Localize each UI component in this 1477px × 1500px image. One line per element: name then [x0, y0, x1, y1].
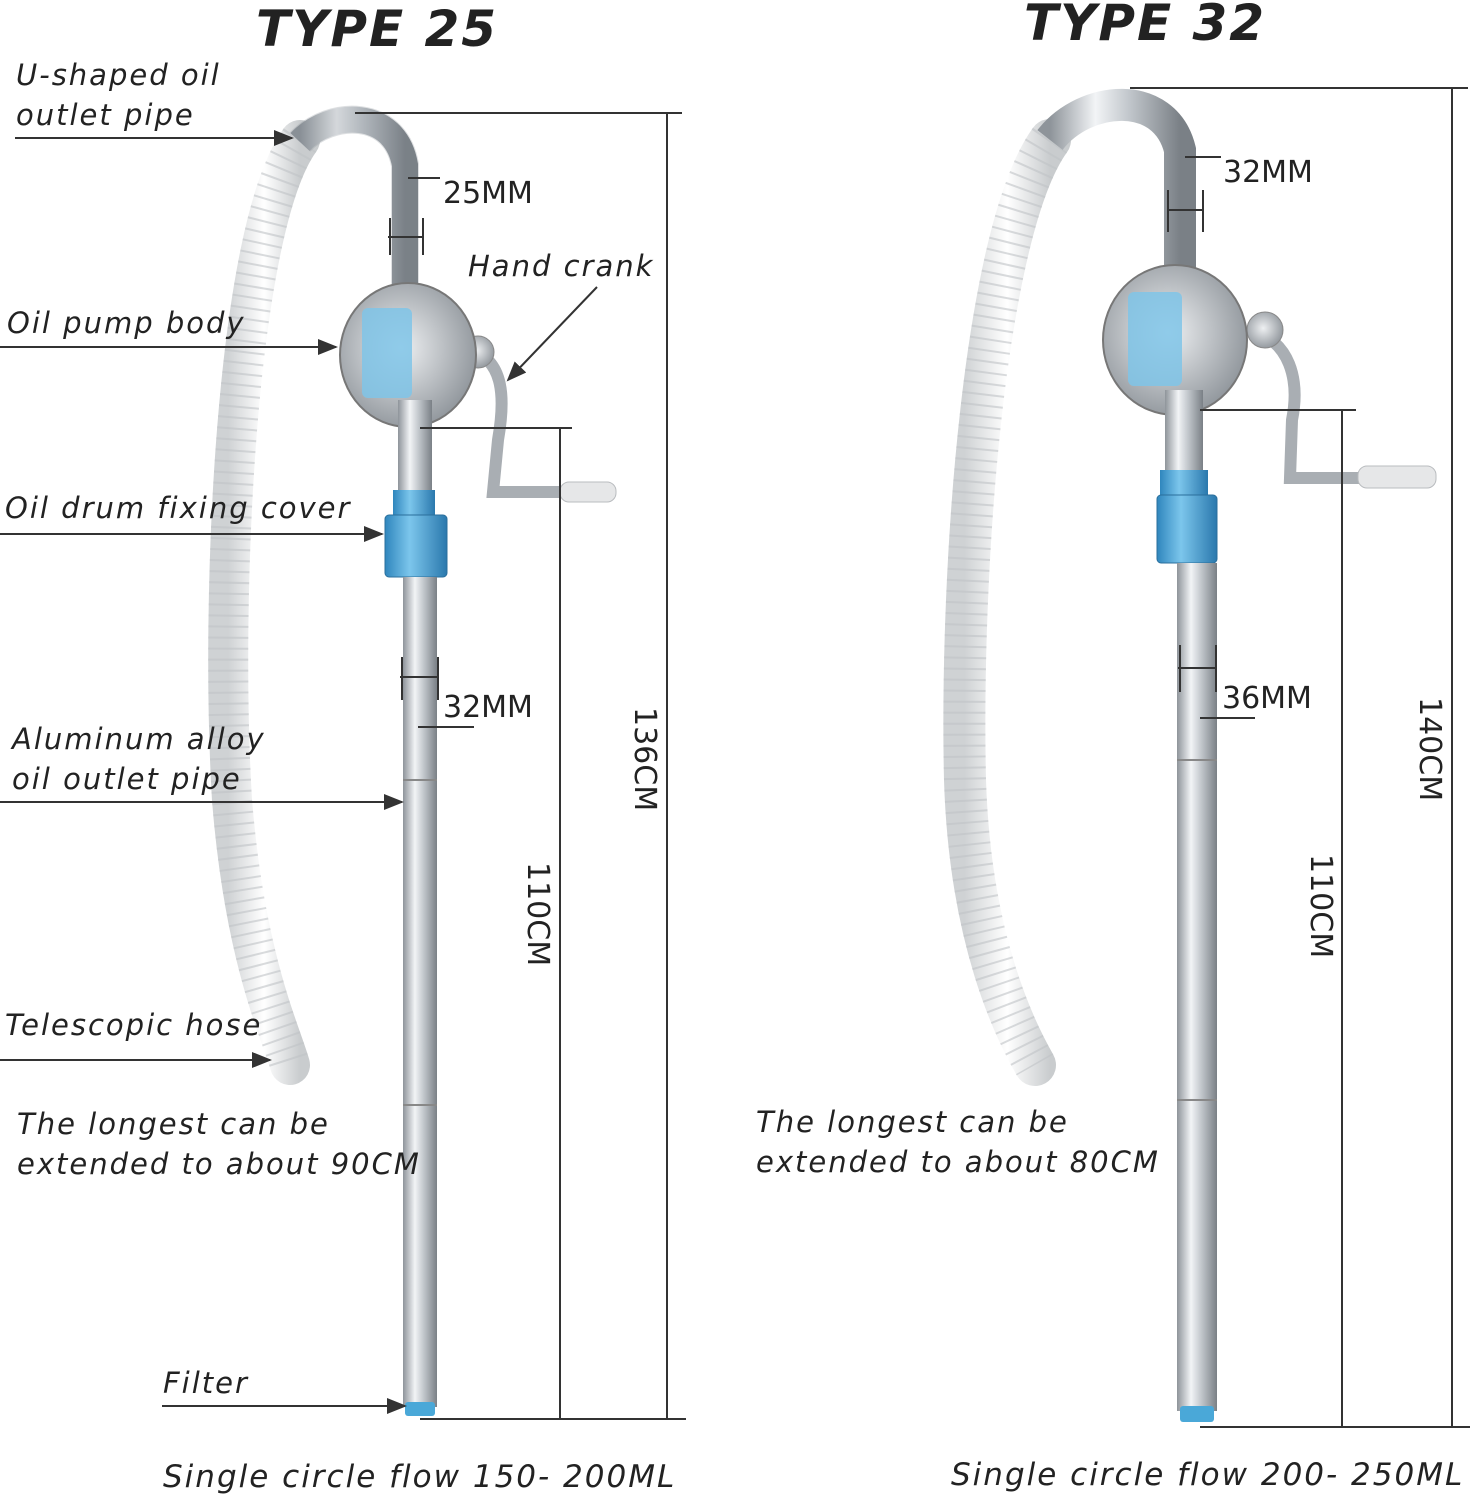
- dim-pipe-diameter-32: 36MM: [1222, 681, 1312, 716]
- label-extend-32-line1: The longest can be: [756, 1105, 1069, 1139]
- label-alloy-pipe-line2: oil outlet pipe: [12, 762, 242, 796]
- dim-pipe-diameter-25: 32MM: [443, 690, 533, 725]
- label-extend-32: The longest can be extended to about 80C…: [756, 1102, 1160, 1182]
- label-pump-body: Oil pump body: [7, 306, 246, 340]
- label-extend-25-line1: The longest can be: [17, 1107, 330, 1141]
- label-outlet-pipe-line2: outlet pipe: [16, 98, 195, 132]
- dim-pipe-length-25: 110CM: [520, 862, 555, 967]
- dim-total-height-32: 140CM: [1412, 697, 1447, 802]
- leaders-type-25: [0, 112, 686, 1420]
- flow-type-25: Single circle flow 150- 200ML: [163, 1459, 677, 1495]
- label-alloy-pipe-line1: Aluminum alloy: [12, 722, 266, 756]
- label-alloy-pipe: Aluminum alloy oil outlet pipe: [12, 719, 266, 799]
- dim-pipe-length-32: 110CM: [1303, 854, 1338, 959]
- label-fixing-cover: Oil drum fixing cover: [5, 491, 352, 525]
- label-filter: Filter: [163, 1366, 249, 1400]
- label-extend-32-line2: extended to about 80CM: [756, 1145, 1160, 1179]
- pump-illustration-type-32: [943, 88, 1437, 1422]
- dim-top-diameter-25: 25MM: [443, 176, 533, 211]
- label-extend-25: The longest can be extended to about 90C…: [17, 1104, 421, 1184]
- pump-illustration-type-25: [208, 105, 617, 1416]
- label-outlet-pipe-line1: U-shaped oil: [16, 58, 221, 92]
- flow-type-32: Single circle flow 200- 250ML: [951, 1457, 1465, 1493]
- label-hose: Telescopic hose: [5, 1008, 263, 1042]
- title-type-32: TYPE 32: [1024, 0, 1267, 52]
- title-type-25: TYPE 25: [256, 0, 499, 58]
- label-hand-crank: Hand crank: [468, 249, 655, 283]
- leaders-type-32: [1130, 87, 1470, 1428]
- label-outlet-pipe: U-shaped oil outlet pipe: [16, 55, 221, 135]
- dim-total-height-25: 136CM: [627, 707, 662, 812]
- label-extend-25-line2: extended to about 90CM: [17, 1147, 421, 1181]
- dim-top-diameter-32: 32MM: [1223, 155, 1313, 190]
